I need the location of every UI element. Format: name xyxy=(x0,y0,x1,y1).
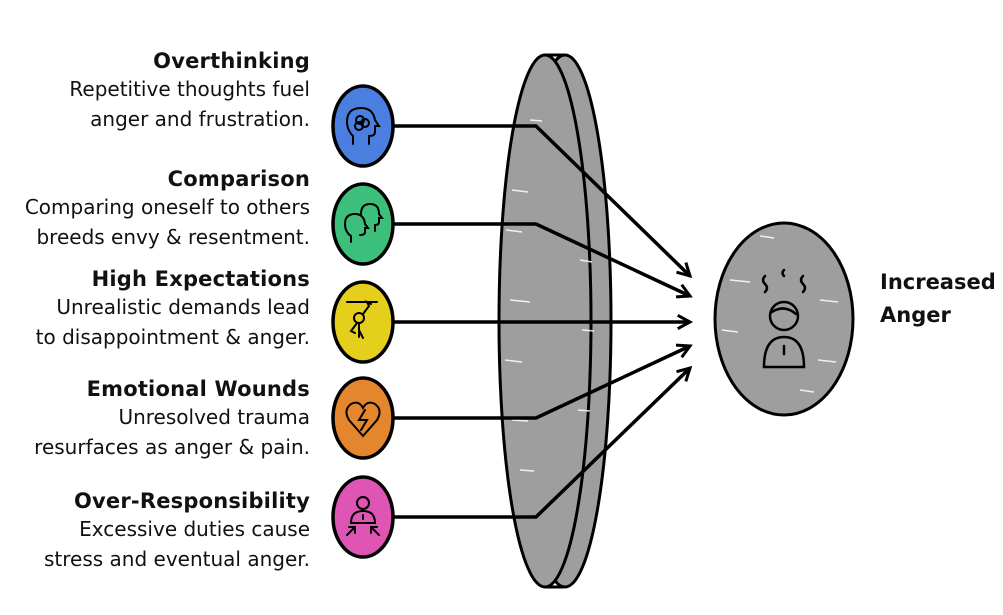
cause-title: Over-Responsibility xyxy=(73,489,310,513)
cause-description-line: stress and eventual anger. xyxy=(43,547,310,571)
broken-heart-node xyxy=(331,376,395,460)
result-label-line-2: Anger xyxy=(880,303,951,327)
result-node xyxy=(713,221,855,417)
cause-description-line: anger and frustration. xyxy=(90,107,310,131)
cause-description-line: Excessive duties cause xyxy=(79,517,310,541)
brain-head-node xyxy=(331,84,395,168)
cause-title: Comparison xyxy=(167,167,310,191)
cause-title: Overthinking xyxy=(153,49,310,73)
arrowhead xyxy=(675,283,693,299)
connector-lines xyxy=(393,124,694,519)
arrowhead xyxy=(675,343,693,359)
reaching-person-node xyxy=(331,280,395,364)
connector-arrow xyxy=(393,344,691,420)
cause-description-line: Repetitive thoughts fuel xyxy=(69,77,310,101)
reaching-person-icon xyxy=(346,299,378,339)
cause-title: Emotional Wounds xyxy=(86,377,310,401)
arrowhead xyxy=(676,365,693,382)
pressured-person-node xyxy=(331,475,395,559)
cause-description-line: Unresolved trauma xyxy=(118,405,310,429)
brain-head-icon xyxy=(345,106,381,145)
arrowhead xyxy=(676,262,693,279)
cause-description-line: to disappointment & anger. xyxy=(35,325,310,349)
cause-description-line: breeds envy & resentment. xyxy=(36,225,310,249)
broken-heart-icon xyxy=(345,401,381,438)
angry-person-icon xyxy=(761,268,807,369)
connector-arrow xyxy=(393,222,691,298)
two-heads-node xyxy=(331,182,395,266)
cause-description-line: resurfaces as anger & pain. xyxy=(34,435,310,459)
pressured-person-icon xyxy=(346,496,380,536)
result-label: Increased Anger xyxy=(880,266,996,332)
two-heads-icon xyxy=(343,202,384,243)
connector-arrow xyxy=(393,366,692,519)
connector-arrow xyxy=(393,124,692,278)
cause-description-line: Comparing oneself to others xyxy=(24,195,310,219)
cause-title: High Expectations xyxy=(91,267,310,291)
cause-description-line: Unrealistic demands lead xyxy=(56,295,310,319)
result-label-line-1: Increased xyxy=(880,270,996,294)
arrowhead xyxy=(676,313,694,331)
